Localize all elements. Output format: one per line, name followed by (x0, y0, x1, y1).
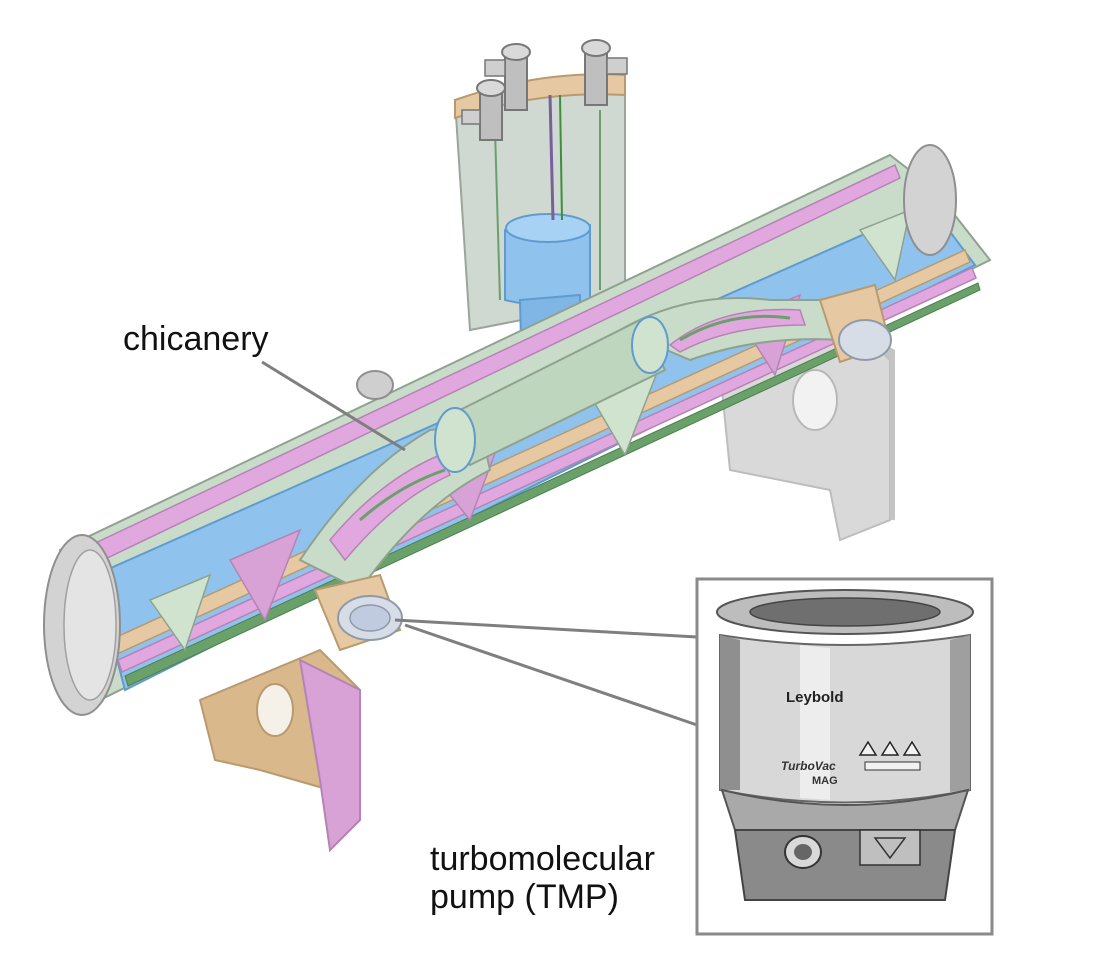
top-valves (461, 39, 628, 141)
lower-pump-port (313, 573, 403, 652)
pump-model-line2: MAG (812, 775, 838, 787)
tmp-label-line1: turbomolecular (430, 840, 655, 878)
tmp-inset: Leybold TurboVac MAG (695, 577, 994, 936)
valve-left (461, 79, 506, 141)
pump-model-line1: TurboVac (781, 759, 836, 773)
upper-pump-port (818, 283, 892, 364)
tmp-label: turbomolecular pump (TMP) (430, 840, 655, 916)
tmp-leader-line-lower (404, 623, 698, 727)
tmp-leader-line-upper (394, 618, 698, 639)
pump-brand-text: Leybold (786, 689, 844, 706)
chicanery-tubes (298, 297, 842, 592)
valve-middle (484, 43, 531, 111)
valve-right (581, 39, 628, 106)
tmp-label-line2: pump (TMP) (430, 878, 619, 916)
chicanery-leader-line (261, 360, 406, 452)
left-support-stand (198, 648, 361, 853)
leader-lines (261, 360, 698, 727)
rear-port (356, 370, 394, 400)
chicanery-label: chicanery (123, 320, 269, 358)
